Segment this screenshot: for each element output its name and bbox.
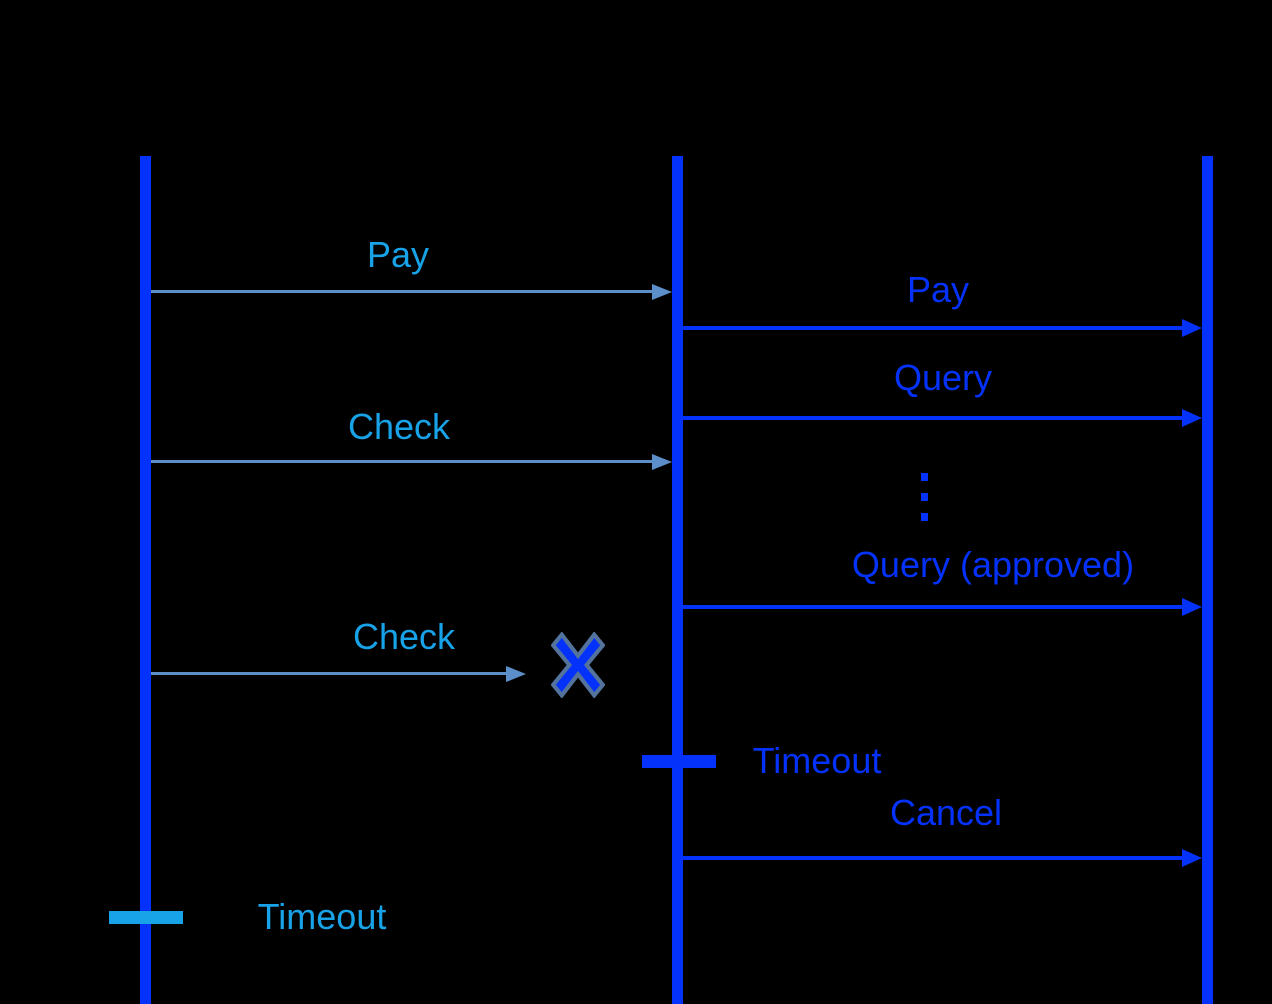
lost-message-x-icon: [550, 631, 606, 703]
timeout-tick-lifeline-1: [109, 911, 183, 924]
message-label-cancel: Cancel: [889, 792, 1003, 833]
timeout-label-lifeline-2: Timeout: [752, 740, 882, 781]
message-label-pay-2: Pay: [906, 269, 970, 310]
arrowhead-icon: [1182, 598, 1202, 616]
arrowhead-icon: [1182, 409, 1202, 427]
message-label-check-2: Check: [352, 616, 456, 657]
message-arrow-check-1: [151, 460, 654, 463]
message-label-pay-1: Pay: [366, 234, 430, 275]
ellipsis-icon: [921, 473, 928, 521]
arrowhead-icon: [652, 454, 672, 470]
lifeline-3: [1202, 156, 1213, 1004]
lifeline-1: [140, 156, 151, 1004]
arrowhead-icon: [652, 284, 672, 300]
message-arrow-query: [682, 416, 1184, 420]
timeout-label-lifeline-1: Timeout: [257, 896, 387, 937]
message-label-check-1: Check: [347, 406, 451, 447]
message-arrow-cancel: [682, 856, 1184, 860]
message-arrow-query-approved: [682, 605, 1184, 609]
timeout-tick-lifeline-2: [642, 755, 716, 768]
lifeline-2: [672, 156, 683, 1004]
arrowhead-icon: [506, 666, 526, 682]
message-arrow-pay-1: [151, 290, 654, 293]
message-arrow-check-2: [151, 672, 506, 675]
message-arrow-pay-2: [682, 326, 1184, 330]
arrowhead-icon: [1182, 849, 1202, 867]
arrowhead-icon: [1182, 319, 1202, 337]
message-label-query: Query: [893, 357, 993, 398]
message-label-query-approved: Query (approved): [851, 544, 1135, 585]
